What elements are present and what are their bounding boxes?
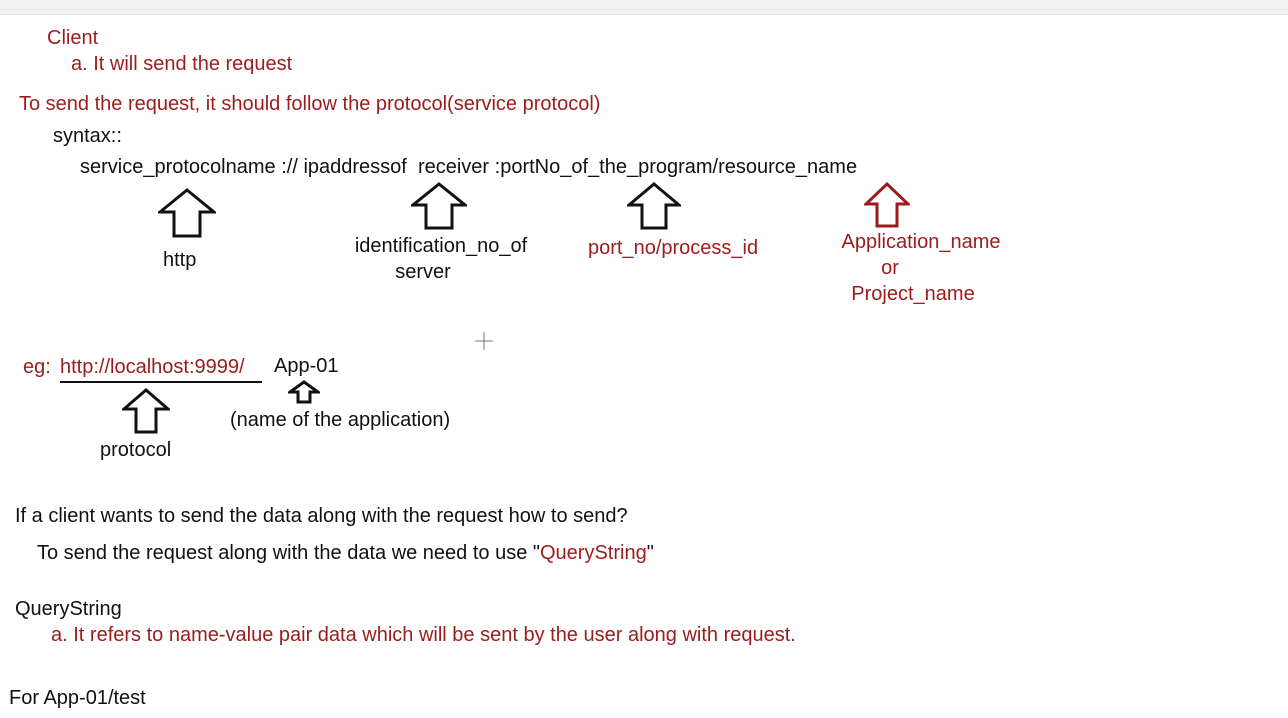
answer-prefix: To send the request along with the data …: [37, 542, 540, 564]
example-label: eg:: [23, 356, 51, 378]
up-arrow-icon: [627, 182, 681, 230]
application-annotation-line2: or: [881, 257, 899, 279]
identification-annotation-line1: identification_no_of: [354, 235, 528, 257]
answer-highlight: QueryString: [540, 542, 647, 564]
application-annotation-line1: Application_name: [841, 231, 1001, 253]
footer-line: For App-01/test: [9, 687, 146, 709]
port-annotation: port_no/process_id: [588, 237, 759, 259]
up-arrow-icon: [288, 380, 320, 404]
question-text: If a client wants to send the data along…: [15, 505, 628, 527]
client-heading: Client: [47, 27, 99, 49]
example-url: http://localhost:9999/: [60, 356, 245, 378]
syntax-label: syntax::: [53, 125, 122, 147]
syntax-line: service_protocolname :// ipaddressof rec…: [80, 156, 858, 178]
answer-suffix: ": [646, 542, 654, 564]
example-url-underline: [60, 381, 262, 383]
up-arrow-icon: [864, 182, 910, 228]
identification-annotation-line2: server: [395, 261, 451, 283]
crosshair-cursor-icon: [475, 332, 493, 350]
http-annotation: http: [163, 249, 197, 271]
example-app-note: (name of the application): [230, 409, 451, 431]
up-arrow-icon: [158, 188, 216, 238]
example-app: App-01: [274, 355, 339, 377]
application-annotation-line3: Project_name: [851, 283, 975, 305]
protocol-intro: To send the request, it should follow th…: [19, 93, 601, 115]
answer-line: To send the request along with the data …: [37, 541, 654, 565]
querystring-heading: QueryString: [15, 598, 122, 620]
up-arrow-icon: [122, 388, 170, 434]
example-protocol-note: protocol: [100, 439, 172, 461]
top-bar: [0, 0, 1288, 15]
client-point-a: a. It will send the request: [71, 53, 293, 75]
up-arrow-icon: [411, 182, 467, 230]
querystring-point-a: a. It refers to name-value pair data whi…: [51, 624, 796, 646]
